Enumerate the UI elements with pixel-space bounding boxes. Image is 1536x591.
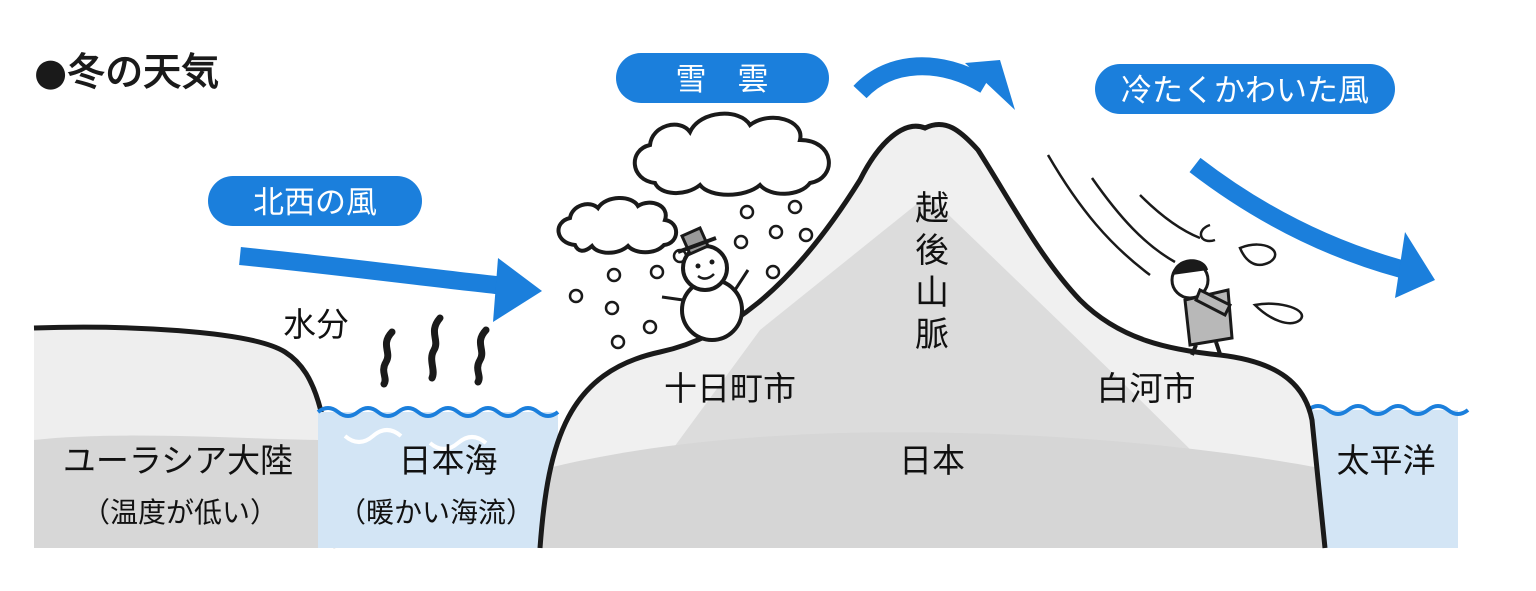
- snowflakes: [568, 199, 814, 350]
- ground-shading: [540, 432, 1325, 548]
- sea-of-japan: [318, 412, 558, 548]
- echigo-mountains-char: 脈: [915, 315, 949, 355]
- snow-cloud-label: 雪 雲: [676, 62, 769, 98]
- shirakawa-label: 白河市: [1097, 369, 1196, 408]
- pacific-ocean: [1308, 410, 1458, 548]
- cold-wind-arrow: [1189, 157, 1435, 298]
- cold-person-icon: [1170, 223, 1304, 356]
- pacific-waves: [1306, 404, 1470, 416]
- sea-of-japan-note: （暖かい海流）: [338, 496, 534, 529]
- eurasia-note: （温度が低い）: [82, 496, 278, 529]
- moisture-label: 水分: [283, 305, 349, 344]
- diagram-title: ●冬の天気: [34, 50, 219, 94]
- eurasia-shadow: [34, 435, 336, 548]
- japan-outline: [537, 121, 1328, 549]
- tokamachi-label: 十日町市: [664, 369, 796, 408]
- sea-of-japan-waves: [316, 406, 560, 418]
- snowman-icon: [661, 226, 750, 342]
- sea-current-wave-2: [428, 435, 488, 451]
- snow-cloud-small-icon: [556, 196, 679, 255]
- snow-cloud-large-icon: [632, 111, 831, 197]
- mountain-crossing-arrow: [853, 57, 1015, 110]
- echigo-mountains-char: 後: [915, 231, 949, 271]
- pacific-label: 太平洋: [1337, 441, 1436, 480]
- japan-interior-shading: [540, 195, 1325, 548]
- sea-current-wave-1: [343, 428, 403, 444]
- cold-dry-wind-pill: [1095, 64, 1395, 114]
- northwest-wind-arrow: [239, 247, 542, 322]
- northwest-wind-pill: [208, 176, 422, 226]
- snow-cloud-pill: [616, 53, 829, 103]
- moisture-steam-icon: [380, 314, 490, 388]
- sea-of-japan-label: 日本海: [399, 441, 498, 480]
- echigo-mountains-char: 越: [915, 189, 949, 229]
- cold-dry-wind-label: 冷たくかわいた風: [1121, 73, 1369, 109]
- japan-label: 日本: [899, 441, 965, 480]
- echigo-mountains-label: 越 後 山 脈: [915, 189, 949, 355]
- eurasia-label: ユーラシア大陸: [63, 441, 293, 480]
- northwest-wind-label: 北西の風: [253, 185, 377, 221]
- wind-streak-lines: [1046, 154, 1201, 276]
- echigo-mountains-char: 山: [915, 273, 949, 313]
